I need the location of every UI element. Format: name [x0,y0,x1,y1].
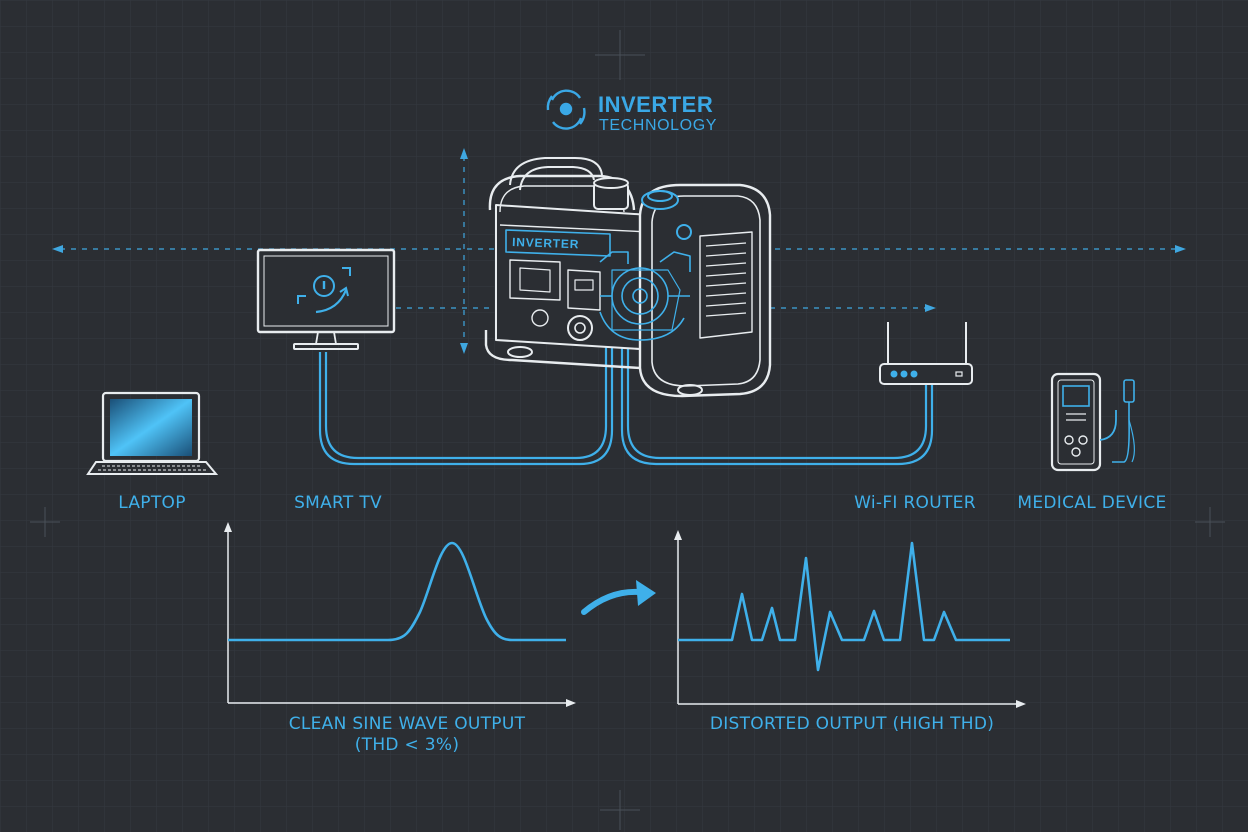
power-cables [318,340,934,466]
clean-wave-thd: (THD < 3%) [354,735,460,755]
header-title: INVERTER [598,92,714,117]
smart-tv-label: SMART TV [294,493,382,513]
generator-panel-text: INVERTER [512,235,580,251]
inverter-generator [484,157,772,398]
distorted-wave [678,541,1010,672]
laptop-label: LAPTOP [118,493,186,513]
distorted-wave-label: DISTORTED OUTPUT (HIGH THD) [709,714,995,734]
curved-arrow-icon [581,580,656,615]
laptop-icon [86,391,219,475]
distorted-wave-axes [674,530,1026,708]
router-label: Wi-FI ROUTER [854,493,976,513]
inverter-logo-icon [546,89,586,130]
crosshair-marks [30,30,1225,830]
medical-device-label: MEDICAL DEVICE [1017,493,1167,513]
clean-sine-wave [228,541,566,642]
header-subtitle: TECHNOLOGY [599,117,718,134]
smart-tv-icon [256,248,396,350]
medical-device-icon [1050,372,1135,472]
router-icon [879,322,973,385]
clean-wave-label: CLEAN SINE WAVE OUTPUT [288,714,526,734]
clean-wave-axes [224,522,576,707]
